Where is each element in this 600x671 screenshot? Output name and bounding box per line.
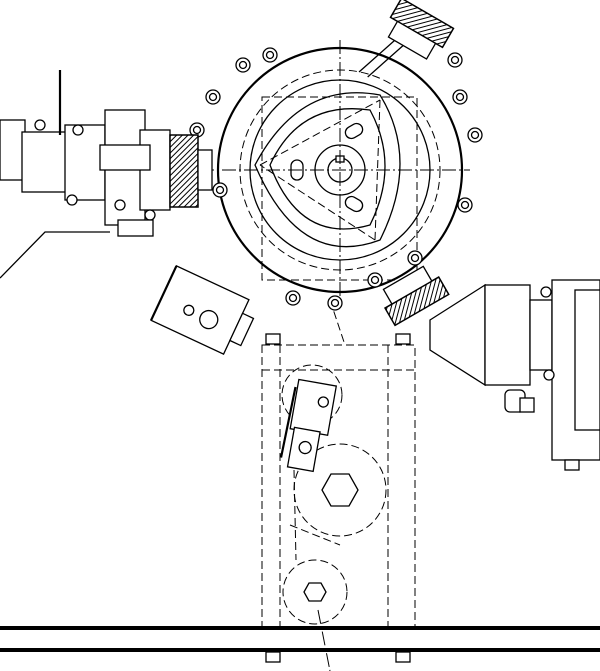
base-rails xyxy=(0,626,600,652)
right-motor-assembly xyxy=(429,279,600,471)
bolt-center xyxy=(238,60,248,70)
bolt-icon xyxy=(285,290,301,306)
bolt-center xyxy=(470,130,480,140)
bolt-center xyxy=(192,125,202,135)
top-cutter-head xyxy=(358,0,455,78)
left-drive-assembly xyxy=(0,70,213,279)
bolt-center xyxy=(460,200,470,210)
bolt-icon xyxy=(407,250,423,266)
lower-left-block xyxy=(150,265,255,355)
bolt-icon xyxy=(452,89,468,105)
bolt-icon xyxy=(457,197,473,213)
bolt-icon xyxy=(262,47,278,63)
bolt-icon xyxy=(235,57,251,73)
bolt-center xyxy=(455,92,465,102)
bolt-icon xyxy=(205,89,221,105)
idler-sprockets xyxy=(281,364,387,625)
bolt-center xyxy=(370,275,380,285)
bolt-center xyxy=(265,50,275,60)
bolt-icon xyxy=(447,52,463,68)
support-column xyxy=(261,333,416,671)
wheel-bolts xyxy=(189,47,483,311)
tensioner-bracket xyxy=(279,378,338,473)
main-wheel xyxy=(200,40,470,346)
bolt-center xyxy=(208,92,218,102)
bolt-icon xyxy=(467,127,483,143)
bolt-icon xyxy=(367,272,383,288)
bolt-center xyxy=(288,293,298,303)
bolt-icon xyxy=(212,182,228,198)
bolt-center xyxy=(330,298,340,308)
bolt-icon xyxy=(327,295,343,311)
bolt-center xyxy=(215,185,225,195)
right-cutter-head xyxy=(382,265,450,327)
bolt-center xyxy=(450,55,460,65)
bolt-center xyxy=(410,253,420,263)
hex-nut-icon xyxy=(321,473,359,507)
